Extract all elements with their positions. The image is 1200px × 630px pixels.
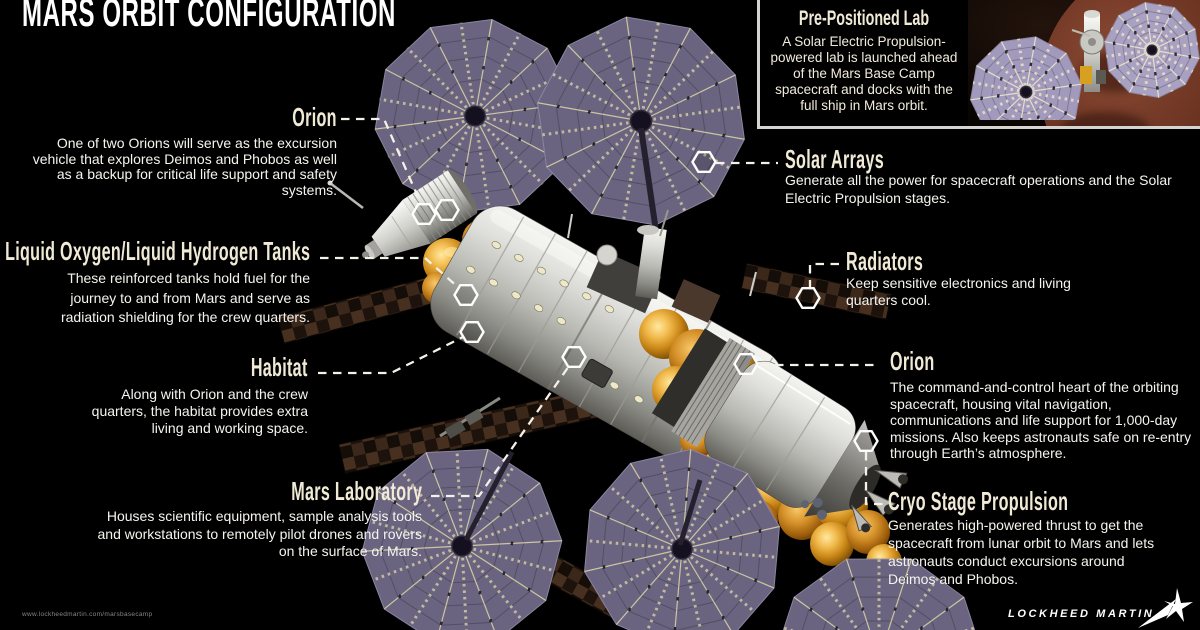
- prepositioned-lab-title: Pre-Positioned Lab: [798, 7, 930, 30]
- callout-tanks-label: Liquid Oxygen/Liquid Hydrogen Tanks: [4, 236, 310, 266]
- lab-solar-array: [970, 36, 1082, 120]
- solar-array-mast: [638, 127, 660, 239]
- solar-array-mast: [677, 479, 703, 546]
- callout-line-radiators: [808, 262, 839, 288]
- hexagon-marker-habitat: [459, 321, 485, 343]
- callout-solar-arrays-label: Solar Arrays: [785, 144, 885, 174]
- footer-url: www.lockheedmartin.com/marsbasecamp: [22, 611, 153, 618]
- hexagon-marker-solar-arrays: [691, 150, 717, 174]
- lockheed-star-icon: [1138, 588, 1193, 628]
- antenna-boom: [329, 182, 364, 209]
- hatch: [581, 358, 613, 388]
- prepositioned-lab-image: [968, 0, 1200, 126]
- callout-cryo-stage-description: Generates high-powered thrust to get the…: [888, 517, 1155, 587]
- solar-array: [584, 448, 780, 630]
- docking-equipment: [567, 209, 757, 323]
- callout-radiators-description: Keep sensitive electronics and living qu…: [846, 275, 1071, 308]
- callout-orion-right-label: Orion: [890, 346, 935, 376]
- sep-lab-spacecraft: [970, 1, 1200, 120]
- callout-habitat-description: Along with Orion and the crew quarters, …: [91, 386, 308, 436]
- callout-orion-left-label: Orion: [292, 102, 337, 132]
- antenna-tip: [327, 180, 333, 186]
- cryo-stage-nozzles: [851, 469, 909, 533]
- callout-mars-laboratory-description: Houses scientific equipment, sample anal…: [97, 508, 423, 559]
- solar-array-mast: [463, 450, 515, 542]
- antenna: [749, 271, 757, 297]
- solar-array: [537, 16, 745, 226]
- callout-line-tanks: [320, 256, 460, 289]
- callout-cryo-stage-label: Cryo Stage Propulsion: [888, 486, 1069, 516]
- hexagon-marker-cryo-stage: [853, 430, 879, 452]
- prepositioned-lab-description: A Solar Electric Propulsion-powered lab …: [770, 34, 958, 113]
- solar-drive-boom: [439, 396, 501, 439]
- hexagon-marker-radiators: [795, 287, 821, 309]
- callout-line-cryo-stage: [864, 452, 888, 506]
- lockheed-martin-wordmark: LOCKHEED MARTIN: [1008, 608, 1155, 620]
- prepositioned-lab-text: Pre-Positioned Lab A Solar Electric Prop…: [760, 0, 968, 126]
- antenna: [567, 213, 573, 239]
- prepositioned-lab-panel: Pre-Positioned Lab A Solar Electric Prop…: [757, 0, 1200, 129]
- hexagon-marker-mars-laboratory: [561, 346, 587, 368]
- callout-line-habitat: [318, 335, 464, 375]
- habitat-windows: [466, 241, 717, 445]
- callout-tanks-description: These reinforced tanks hold fuel for the…: [60, 270, 310, 325]
- lab-solar-array: [1104, 1, 1200, 99]
- hexagon-marker-orion-left: [411, 202, 437, 226]
- callout-line-mars-laboratory: [431, 365, 570, 498]
- lab-bus: [1071, 10, 1106, 92]
- page-title: MARS ORBIT CONFIGURATION: [22, 0, 396, 35]
- callout-orion-right-description: The command-and-control heart of the orb…: [890, 379, 1192, 461]
- hexagon-marker-orion-right: [733, 353, 759, 375]
- callout-habitat-label: Habitat: [251, 352, 308, 382]
- hexagon-marker-tanks: [453, 284, 479, 306]
- solar-array: [773, 558, 985, 630]
- callout-solar-arrays-description: Generate all the power for spacecraft op…: [785, 172, 1172, 206]
- callout-orion-left-description: One of two Orions will serve as the excu…: [32, 135, 337, 198]
- solar-array: [361, 448, 563, 630]
- callout-radiators-label: Radiators: [846, 246, 924, 276]
- callout-mars-laboratory-label: Mars Laboratory: [291, 476, 422, 506]
- hexagon-marker-orion-left-2: [434, 198, 460, 222]
